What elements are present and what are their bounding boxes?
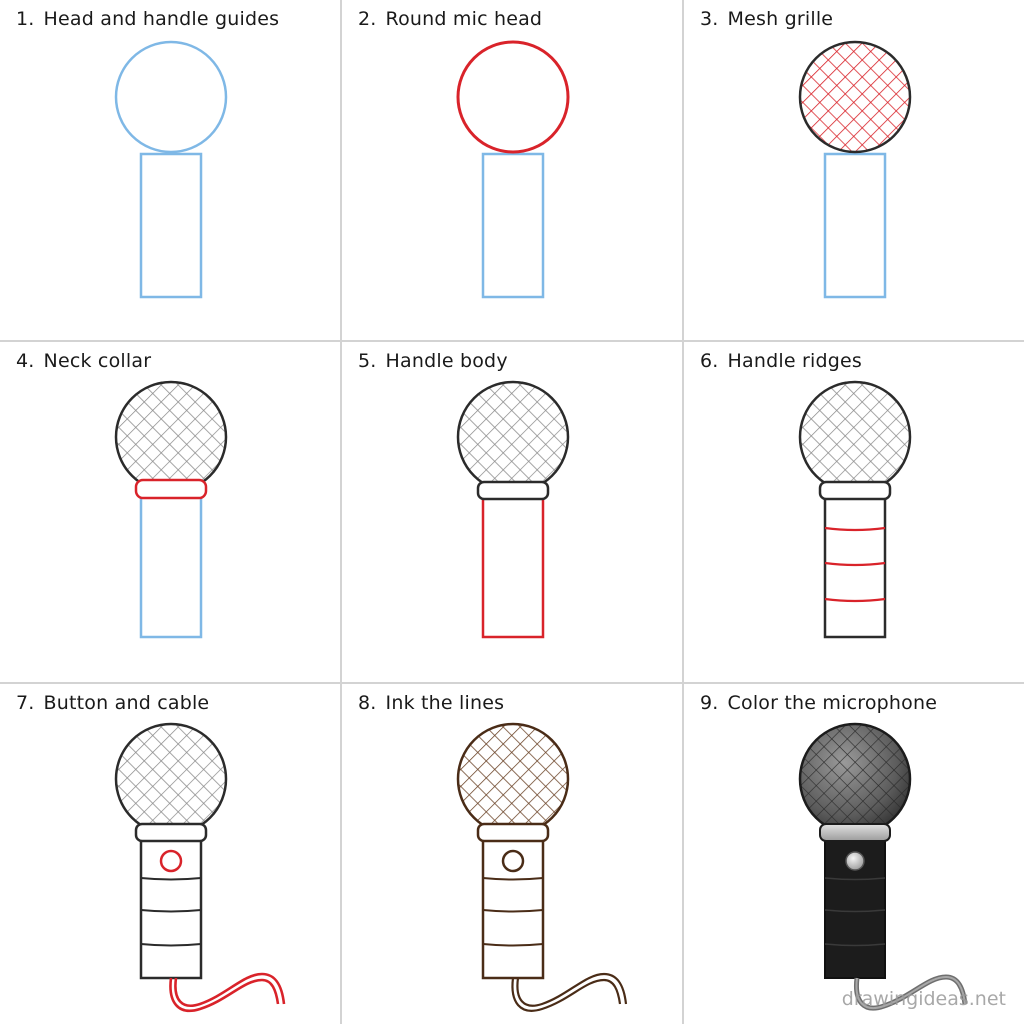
- neck-collar: [818, 480, 892, 501]
- step-label: Round mic head: [385, 8, 543, 30]
- step-drawing-5: [456, 380, 570, 639]
- handle-ridge: [140, 909, 202, 913]
- step-caption-7: 7. Button and cable: [16, 692, 209, 714]
- handle-ridge: [140, 943, 202, 947]
- step-label: Handle ridges: [727, 350, 862, 372]
- grid-divider: [340, 0, 342, 1024]
- step-label: Ink the lines: [385, 692, 505, 714]
- mesh-grille: [459, 725, 567, 833]
- handle-guide-rect: [481, 152, 545, 299]
- head-guide-circle: [114, 40, 228, 154]
- handle-ridge: [824, 943, 886, 947]
- step-number: 5.: [358, 350, 377, 372]
- step-panel-6: 6. Handle ridges: [684, 342, 1024, 683]
- step-number: 7.: [16, 692, 35, 714]
- step-caption-8: 8. Ink the lines: [358, 692, 504, 714]
- handle-ridge: [824, 526, 886, 532]
- step-drawing-3: [798, 40, 912, 299]
- grid-divider: [0, 682, 1024, 684]
- mic-cable-edge: [516, 972, 628, 1007]
- mesh-grille: [459, 383, 567, 491]
- mic-cable: [511, 977, 622, 1012]
- mic-cable: [169, 977, 280, 1012]
- handle-ridge: [482, 877, 544, 881]
- step-caption-3: 3. Mesh grille: [700, 8, 833, 30]
- step-caption-6: 6. Handle ridges: [700, 350, 862, 372]
- handle-body: [823, 496, 887, 639]
- grid-divider: [0, 340, 1024, 342]
- step-drawing-9: [798, 722, 968, 1011]
- step-drawing-6: [798, 380, 912, 639]
- mesh-grille: [801, 383, 909, 491]
- step-number: 6.: [700, 350, 719, 372]
- step-number: 8.: [358, 692, 377, 714]
- handle-ridge: [482, 909, 544, 913]
- grid-divider: [682, 0, 684, 1024]
- step-panel-1: 1. Head and handle guides: [0, 0, 341, 341]
- neck-collar: [134, 822, 208, 843]
- mesh-grille: [801, 43, 909, 151]
- step-label: Head and handle guides: [43, 8, 280, 30]
- handle-ridge: [824, 597, 886, 603]
- mic-button: [159, 849, 183, 873]
- step-caption-9: 9. Color the microphone: [700, 692, 937, 714]
- handle-guide-rect: [823, 152, 887, 299]
- mic-cable-edge: [174, 972, 286, 1007]
- step-drawing-8: [456, 722, 628, 1012]
- step-number: 3.: [700, 8, 719, 30]
- handle-guide-rect: [139, 494, 203, 639]
- step-drawing-2: [456, 40, 570, 299]
- handle-guide-rect: [139, 152, 203, 299]
- handle-ridge: [140, 877, 202, 881]
- step-drawing-1: [114, 40, 228, 299]
- step-panel-5: 5. Handle body: [342, 342, 683, 683]
- handle-body: [481, 496, 545, 639]
- step-number: 2.: [358, 8, 377, 30]
- step-drawing-7: [114, 722, 286, 1012]
- step-panel-9: 9. Color the microphone: [684, 684, 1024, 1025]
- step-panel-4: 4. Neck collar: [0, 342, 341, 683]
- step-caption-2: 2. Round mic head: [358, 8, 542, 30]
- neck-collar: [476, 480, 550, 501]
- mic-button: [501, 849, 525, 873]
- step-label: Handle body: [385, 350, 508, 372]
- watermark: drawingideas.net: [841, 988, 1006, 1010]
- handle-ridge: [824, 909, 886, 913]
- step-panel-8: 8. Ink the lines: [342, 684, 683, 1025]
- handle-ridge: [824, 561, 886, 567]
- step-label: Mesh grille: [727, 8, 834, 30]
- mic-cable-highlight: [855, 975, 966, 1009]
- step-drawing-4: [114, 380, 228, 639]
- mic-head-outline: [456, 40, 570, 154]
- step-label: Color the microphone: [727, 692, 938, 714]
- step-panel-2: 2. Round mic head: [342, 0, 683, 341]
- mesh-grille: [117, 383, 225, 491]
- step-panel-3: 3. Mesh grille: [684, 0, 1024, 341]
- mic-head-outline: [798, 40, 912, 154]
- handle-ridge: [824, 877, 886, 881]
- mesh-grille: [801, 725, 909, 833]
- neck-collar: [819, 823, 891, 842]
- step-number: 4.: [16, 350, 35, 372]
- step-caption-4: 4. Neck collar: [16, 350, 151, 372]
- step-number: 1.: [16, 8, 35, 30]
- step-panel-7: 7. Button and cable: [0, 684, 341, 1025]
- step-number: 9.: [700, 692, 719, 714]
- neck-collar: [476, 822, 550, 843]
- step-caption-5: 5. Handle body: [358, 350, 508, 372]
- step-label: Button and cable: [43, 692, 210, 714]
- step-label: Neck collar: [43, 350, 152, 372]
- handle-ridge: [482, 943, 544, 947]
- mic-button: [845, 851, 865, 871]
- neck-collar: [134, 478, 208, 500]
- mesh-grille: [117, 725, 225, 833]
- step-caption-1: 1. Head and handle guides: [16, 8, 279, 30]
